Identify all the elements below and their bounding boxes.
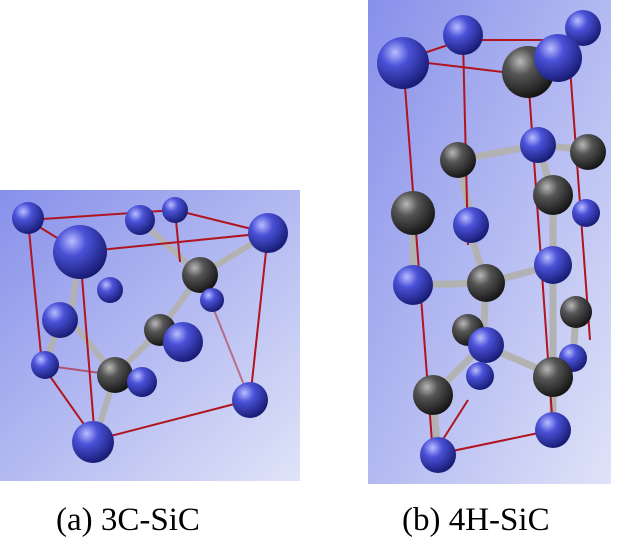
atom bbox=[466, 362, 494, 390]
atom bbox=[413, 375, 453, 415]
panel-3c-sic bbox=[0, 190, 300, 481]
atoms bbox=[12, 197, 288, 463]
atom bbox=[560, 296, 592, 328]
atom bbox=[453, 207, 489, 243]
atom bbox=[182, 257, 218, 293]
panel-4h-sic bbox=[368, 0, 611, 484]
atom bbox=[42, 302, 78, 338]
atom bbox=[162, 197, 188, 223]
atom bbox=[232, 382, 268, 418]
atom bbox=[377, 37, 429, 89]
atom bbox=[572, 199, 600, 227]
atom bbox=[533, 175, 573, 215]
caption-3c-sic: (a) 3C-SiC bbox=[56, 502, 200, 538]
3c-sic-structure-image bbox=[0, 190, 300, 481]
atom bbox=[535, 412, 571, 448]
4h-sic-structure-image bbox=[368, 0, 611, 484]
atom bbox=[53, 225, 107, 279]
atom bbox=[533, 357, 573, 397]
atom bbox=[127, 367, 157, 397]
atom bbox=[200, 288, 224, 312]
atom bbox=[163, 322, 203, 362]
atom bbox=[391, 191, 435, 235]
atom bbox=[125, 205, 155, 235]
atom bbox=[420, 437, 456, 473]
atom bbox=[534, 34, 582, 82]
atoms bbox=[377, 10, 606, 473]
atom bbox=[97, 357, 133, 393]
atom bbox=[248, 213, 288, 253]
atom bbox=[520, 127, 556, 163]
atom bbox=[467, 264, 505, 302]
atom bbox=[570, 134, 606, 170]
atom bbox=[393, 265, 433, 305]
atom bbox=[97, 277, 123, 303]
atom bbox=[12, 202, 44, 234]
atom bbox=[534, 246, 572, 284]
atom bbox=[468, 327, 504, 363]
atom bbox=[31, 351, 59, 379]
caption-4h-sic: (b) 4H-SiC bbox=[402, 502, 550, 538]
atom bbox=[565, 10, 601, 46]
atom bbox=[440, 142, 476, 178]
atom bbox=[443, 15, 483, 55]
atom bbox=[72, 421, 114, 463]
